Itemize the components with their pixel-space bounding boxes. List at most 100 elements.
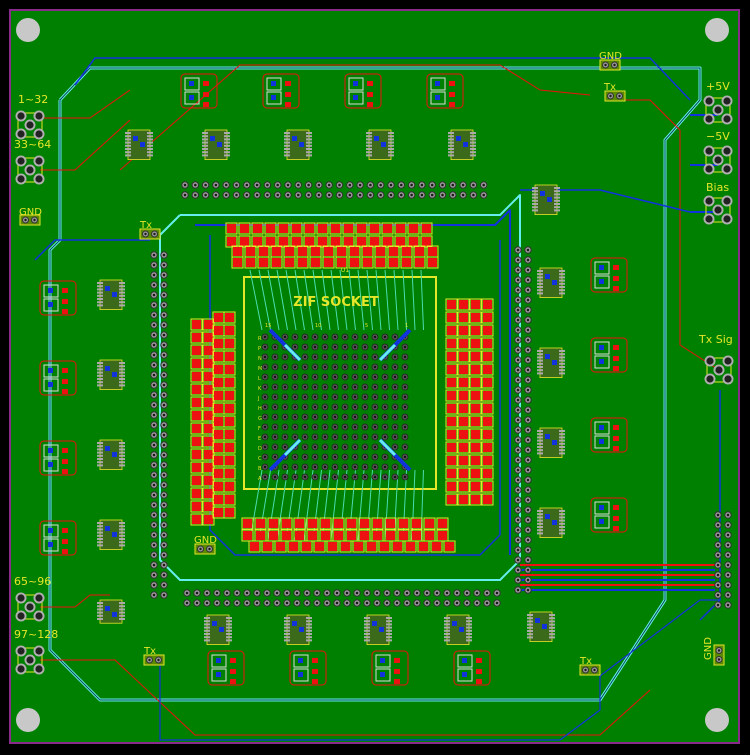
connector-gnd-left[interactable]: GND <box>19 207 42 226</box>
ic-pin <box>204 626 210 629</box>
via-hole <box>526 308 530 312</box>
socket-pin-hole <box>403 385 407 389</box>
socket-pin-hole <box>313 435 317 439</box>
via-hole <box>325 601 329 605</box>
ic-pin <box>537 356 543 359</box>
ic-pin <box>559 513 565 516</box>
smd-pad <box>214 456 223 465</box>
ic-pin <box>97 605 103 608</box>
testpoint-gnd-center[interactable]: GND <box>194 535 217 555</box>
ic-pin <box>364 639 370 642</box>
socket-pin-hole <box>303 335 307 339</box>
via-hole <box>152 343 156 347</box>
fanout-trace <box>384 469 390 541</box>
connector-tx-sig[interactable]: Tx Sig <box>698 333 734 385</box>
sma-pin-hole <box>35 612 43 620</box>
socket-pin-hole <box>313 445 317 449</box>
socket-pin-hole <box>403 475 407 479</box>
socket-pin-hole <box>263 455 267 459</box>
via-hole <box>162 533 166 537</box>
ic-pin <box>549 617 555 620</box>
pad-outline <box>296 256 309 269</box>
smd-pad <box>259 258 268 267</box>
ic-pin <box>224 141 230 144</box>
testpoint-tx-bottom-right[interactable]: Tx <box>579 656 601 676</box>
via-hole <box>152 373 156 377</box>
sma-pin-hole <box>26 121 34 129</box>
ic-pin <box>537 446 543 448</box>
connector-97-128[interactable]: 97~128 <box>14 628 58 675</box>
ic-pin <box>97 381 103 384</box>
via-hole <box>24 218 27 222</box>
pad <box>613 436 619 441</box>
ic-pin <box>284 629 290 632</box>
pad <box>203 92 209 97</box>
sma-pin-hole <box>17 647 25 655</box>
via-hole <box>152 313 156 317</box>
connector-65-96[interactable]: 65~96 <box>14 575 51 622</box>
via-hole <box>716 553 720 557</box>
ic-pin <box>537 516 543 519</box>
smd-pad <box>192 372 201 381</box>
pad <box>435 95 440 100</box>
pad-outline <box>469 298 482 311</box>
testpoint-gnd-top[interactable]: GND <box>599 51 622 71</box>
ic-pin <box>366 138 372 141</box>
smd-pad <box>447 365 456 374</box>
pad <box>112 452 117 457</box>
smd-pad <box>308 531 317 540</box>
pad-outline <box>410 517 423 530</box>
connector-bias[interactable]: Bias <box>703 181 733 225</box>
smd-pad <box>459 300 468 309</box>
connector-33-64[interactable]: 33~64 <box>14 138 51 185</box>
socket-pin-hole <box>393 445 397 449</box>
via-hole <box>495 601 499 605</box>
connector-label: 33~64 <box>14 138 51 151</box>
via-hole <box>325 591 329 595</box>
via-hole <box>716 543 720 547</box>
connector-plus5v[interactable]: +5V <box>703 80 733 125</box>
pad <box>613 265 619 270</box>
testpoint-tx-top[interactable]: Tx <box>603 82 626 102</box>
via-hole <box>317 183 321 187</box>
socket-pin-hole <box>373 375 377 379</box>
ic-pin <box>119 442 125 444</box>
connector-1-32[interactable]: 1~32 <box>15 93 49 140</box>
sma-pin-hole <box>723 147 731 155</box>
smd-pad <box>204 372 213 381</box>
socket-pin-hole <box>393 475 397 479</box>
smd-pad <box>276 542 285 551</box>
smd-pad <box>214 391 223 400</box>
via-hole <box>152 443 156 447</box>
sma-connector-icon <box>15 155 45 185</box>
smd-pad <box>357 224 366 233</box>
socket-pin-hole <box>373 355 377 359</box>
pad <box>394 658 400 663</box>
ic-pin <box>119 368 125 371</box>
sma-pin-hole <box>714 206 722 214</box>
via-hole <box>152 413 156 417</box>
sma-outline <box>17 647 43 673</box>
smd-pad <box>483 495 492 504</box>
via-hole <box>275 601 279 605</box>
pad <box>230 658 236 663</box>
testpoint-tx-top-left[interactable]: Tx <box>139 220 161 240</box>
testpoint-tx-bottom-left[interactable]: Tx <box>143 646 165 666</box>
ic-pin <box>97 301 103 304</box>
socket-pin-hole <box>273 415 277 419</box>
pad-outline <box>457 402 470 415</box>
pad-outline <box>445 467 458 480</box>
connector-gnd-right[interactable]: GND <box>703 637 725 666</box>
smd-pad <box>240 237 249 246</box>
socket-pin-hole <box>383 415 387 419</box>
connector-minus5v[interactable]: −5V <box>703 130 733 175</box>
via-hole <box>286 183 290 187</box>
ic-pin <box>224 132 230 134</box>
smd-pad <box>471 326 480 335</box>
ic-pin <box>532 190 538 193</box>
fanout-trace <box>420 469 424 541</box>
via-hole <box>162 293 166 297</box>
socket-pin-hole <box>383 465 387 469</box>
diag-trace <box>378 343 397 362</box>
ic-pin <box>119 531 125 534</box>
